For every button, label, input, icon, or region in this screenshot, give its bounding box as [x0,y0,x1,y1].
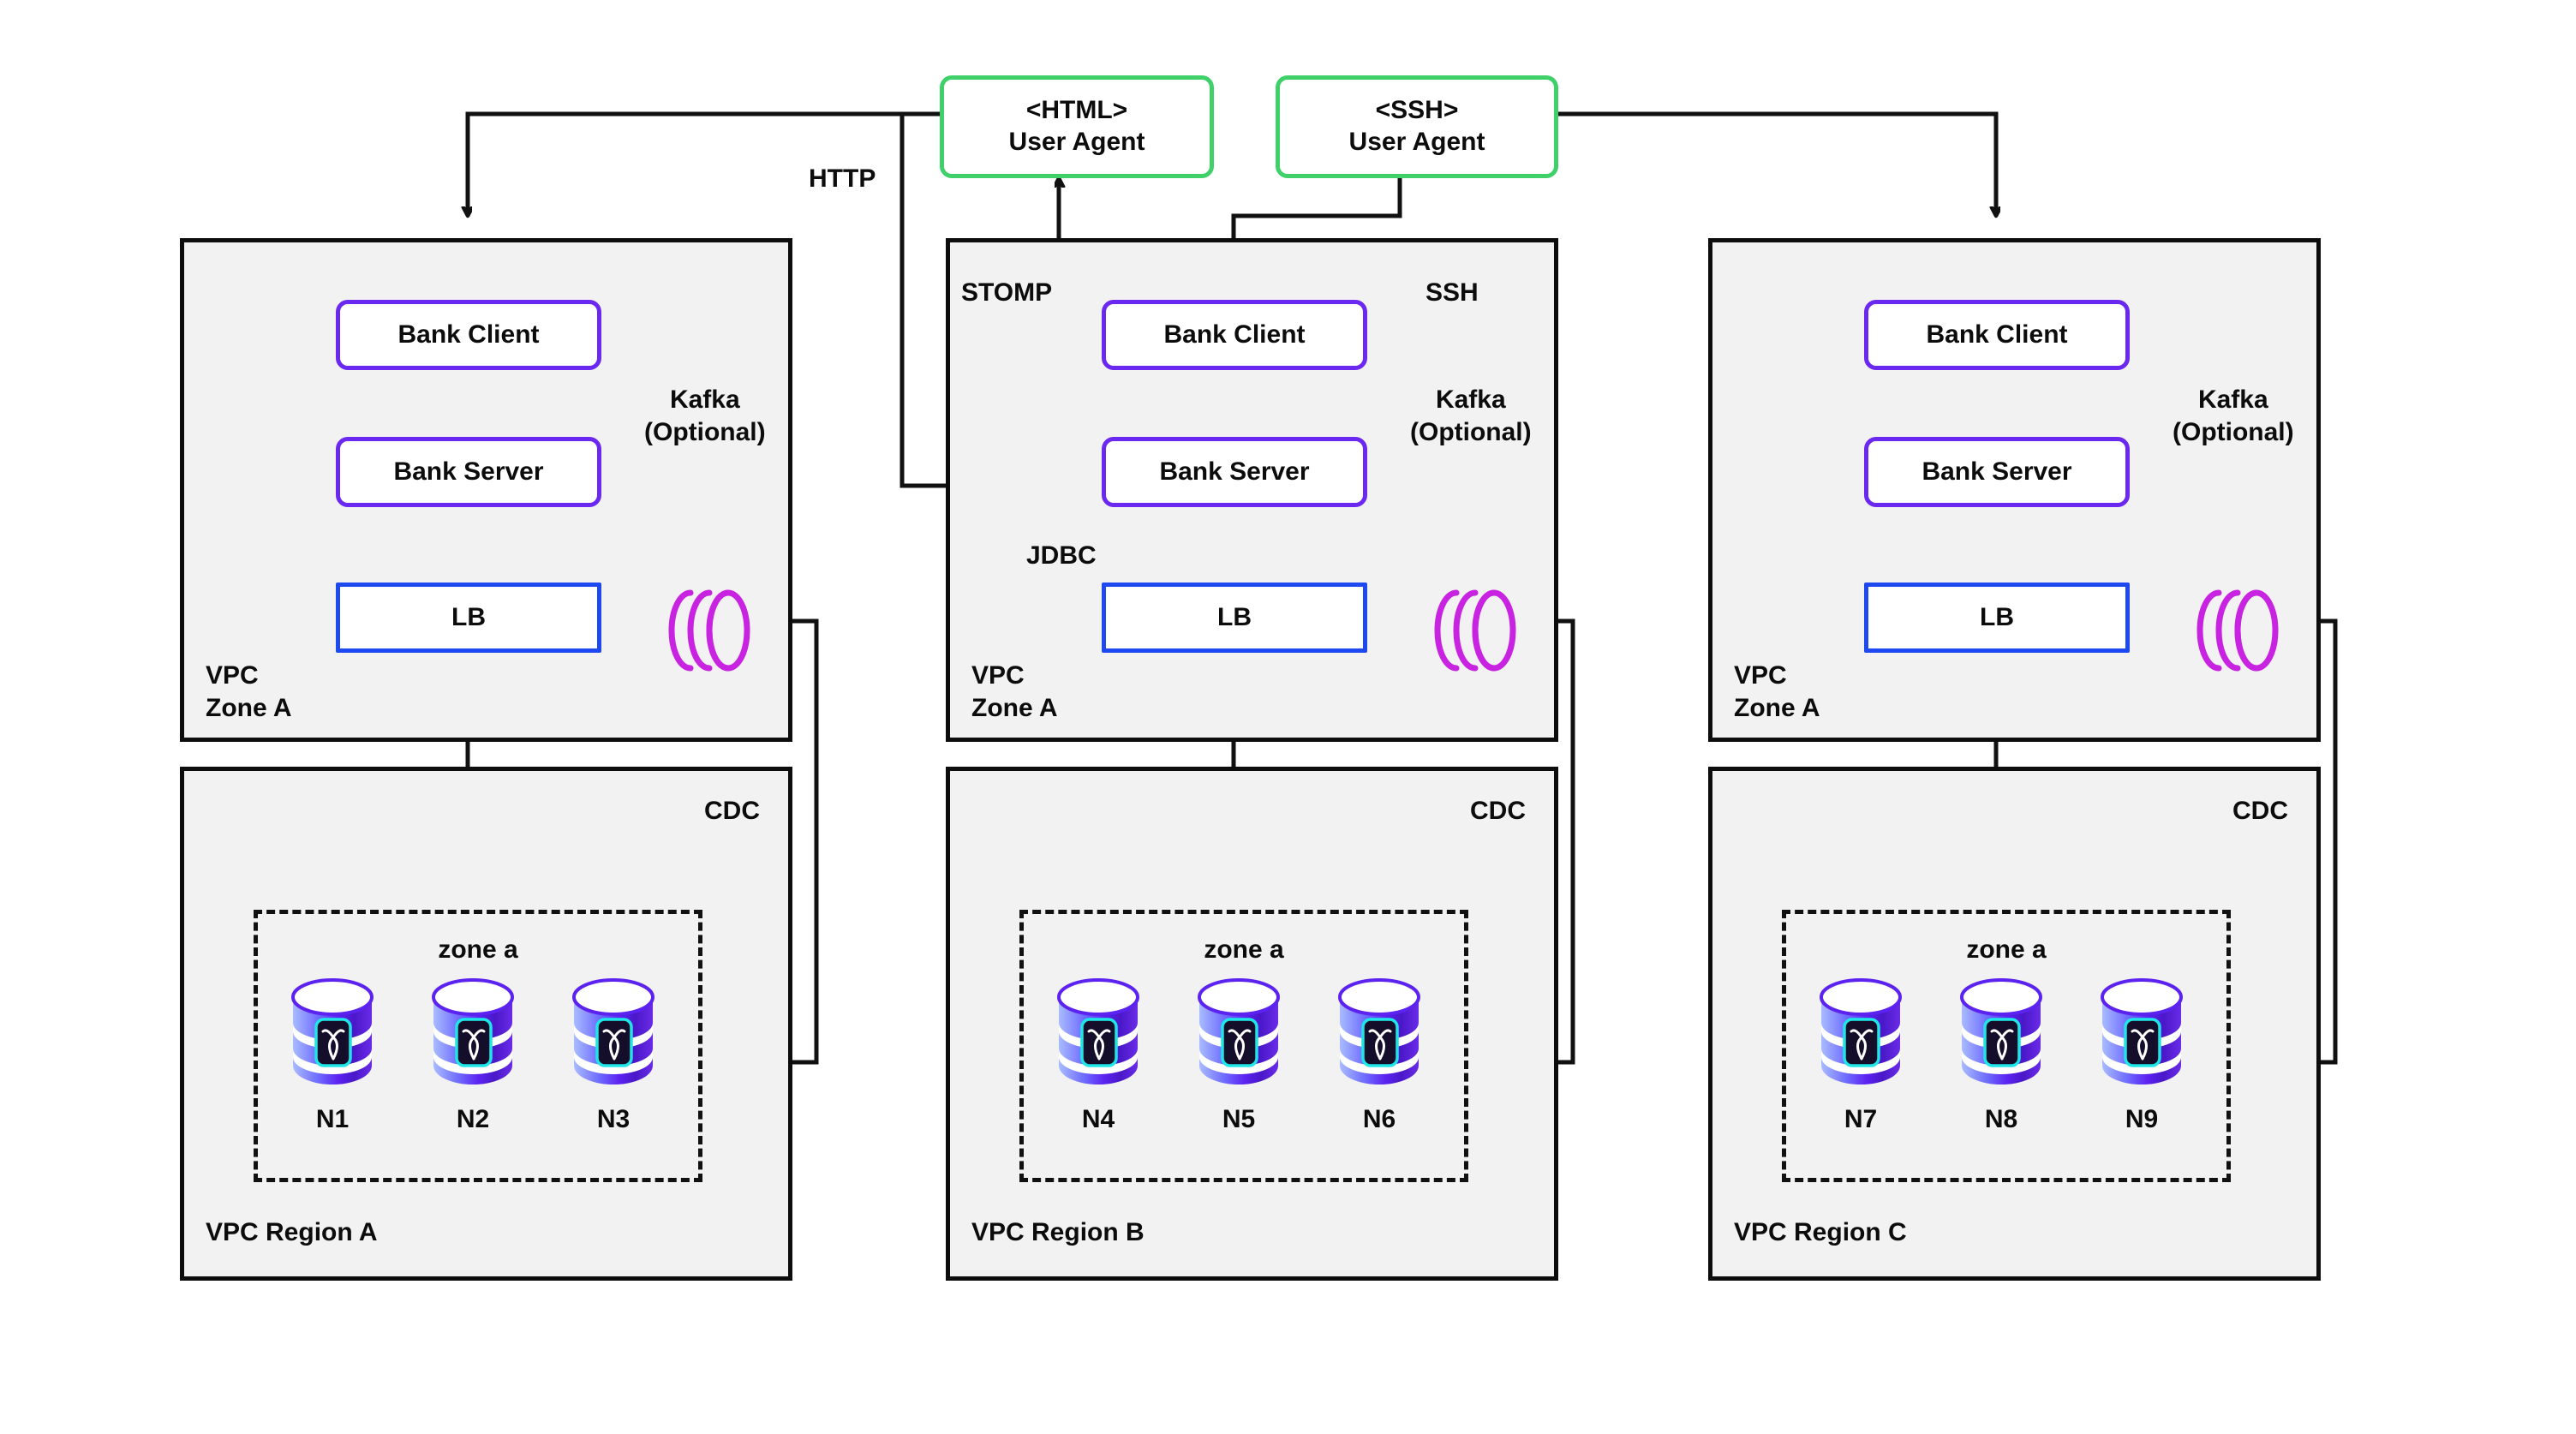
col-b-lb-label: LB [1217,603,1252,631]
col-c-bank-client-label: Bank Client [1926,320,2068,349]
col-a-bank-client[interactable]: Bank Client [336,300,601,370]
html-agent-role: User Agent [1008,128,1145,156]
col-b-db-N5-label: N5 [1222,1105,1256,1133]
col-b-kafka-icon [1434,589,1516,672]
col-a-db-N1 [291,978,374,1084]
label-stomp: STOMP [961,278,1053,307]
col-b-db-N4-label: N4 [1081,1105,1115,1133]
col-c-cdc-label: CDC [2232,797,2288,825]
col-a-db-N3-label: N3 [596,1105,631,1133]
col-c-zone-label: zone a [1966,935,2047,964]
col-b-bank-server-label: Bank Server [1159,457,1310,486]
col-b-db-N6 [1338,978,1420,1084]
col-a-kafka-icon [668,589,750,672]
col-b-db-N5 [1198,978,1280,1084]
col-c-bank-client[interactable]: Bank Client [1864,300,2130,370]
col-b-bank-client[interactable]: Bank Client [1102,300,1367,370]
ssh-agent-role: User Agent [1348,128,1485,156]
col-b-bank-client-label: Bank Client [1163,320,1306,349]
col-a-vpc-zone-label: VPC Zone A [206,661,292,722]
html-agent-protocol: <HTML> [1025,96,1128,125]
col-c-kafka-icon [2196,589,2279,672]
col-c-db-N9-label: N9 [2125,1105,2159,1133]
col-b-vpc-region-label: VPC Region B [971,1218,1145,1246]
col-a-bank-server-label: Bank Server [393,457,544,486]
col-b-db-N6-label: N6 [1362,1105,1396,1133]
col-c-db-N9 [2101,978,2183,1084]
ssh-user-agent-box[interactable]: <SSH> User Agent [1276,75,1558,178]
col-a-db-N2-label: N2 [456,1105,490,1133]
col-c-db-N7-label: N7 [1844,1105,1878,1133]
col-c-vpc-zone-label: VPC Zone A [1734,661,1820,722]
col-c-lb-label: LB [1980,603,2014,631]
col-c-vpc-region-label: VPC Region C [1734,1218,1907,1246]
col-c-db-N7 [1820,978,1902,1084]
col-b-kafka-label: Kafka (Optional) [1410,385,1532,446]
html-user-agent-box[interactable]: <HTML> User Agent [940,75,1214,178]
col-b-cdc-label: CDC [1470,797,1526,825]
label-http: HTTP [809,164,876,193]
col-a-db-N2 [432,978,514,1084]
zone-dashed-box-a [254,910,702,1182]
col-a-lb[interactable]: LB [336,583,601,653]
col-a-zone-label: zone a [438,935,518,964]
col-a-bank-client-label: Bank Client [397,320,540,349]
col-a-db-N1-label: N1 [315,1105,350,1133]
col-a-cdc-label: CDC [704,797,760,825]
label-jdbc: JDBC [1026,541,1097,570]
col-b-lb[interactable]: LB [1102,583,1367,653]
col-b-zone-label: zone a [1204,935,1284,964]
col-a-bank-server[interactable]: Bank Server [336,437,601,507]
col-b-vpc-zone-label: VPC Zone A [971,661,1058,722]
zone-dashed-box-c [1782,910,2231,1182]
col-a-kafka-label: Kafka (Optional) [644,385,766,446]
col-c-db-N8 [1960,978,2042,1084]
col-c-bank-server-label: Bank Server [1922,457,2072,486]
col-b-db-N4 [1057,978,1139,1084]
col-a-vpc-region-label: VPC Region A [206,1218,378,1246]
zone-dashed-box-b [1019,910,1468,1182]
col-b-bank-server[interactable]: Bank Server [1102,437,1367,507]
col-c-kafka-label: Kafka (Optional) [2173,385,2294,446]
label-ssh: SSH [1425,278,1479,307]
col-a-db-N3 [572,978,654,1084]
col-c-lb[interactable]: LB [1864,583,2130,653]
col-a-lb-label: LB [451,603,486,631]
col-c-db-N8-label: N8 [1984,1105,2018,1133]
ssh-agent-protocol: <SSH> [1375,96,1459,125]
col-c-bank-server[interactable]: Bank Server [1864,437,2130,507]
